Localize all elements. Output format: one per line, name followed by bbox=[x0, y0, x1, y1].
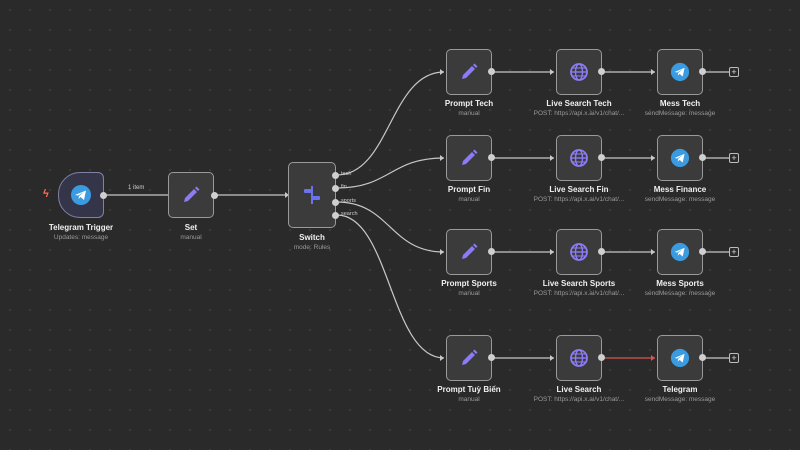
node-output-handle[interactable] bbox=[598, 68, 605, 75]
globe-icon bbox=[570, 349, 588, 367]
node-switch[interactable] bbox=[288, 162, 336, 228]
add-node-button[interactable]: + bbox=[729, 153, 739, 163]
switch-output-handle-sports[interactable] bbox=[332, 199, 339, 206]
node-title: Mess Finance bbox=[653, 185, 707, 194]
node-live-search-tech[interactable] bbox=[556, 49, 602, 95]
node-prompt-fin[interactable] bbox=[446, 135, 492, 181]
telegram-icon bbox=[670, 348, 690, 368]
node-subtitle: manual bbox=[458, 196, 480, 203]
node-subtitle: sendMessage: message bbox=[644, 396, 716, 403]
node-output-handle[interactable] bbox=[488, 154, 495, 161]
node-subtitle: POST: https://api.x.ai/v1/chat/... bbox=[533, 110, 625, 117]
node-prompt-sports[interactable] bbox=[446, 229, 492, 275]
node-output-handle[interactable] bbox=[488, 248, 495, 255]
telegram-icon bbox=[71, 185, 91, 205]
switch-output-label: sports bbox=[341, 198, 356, 204]
arrow-head bbox=[285, 192, 289, 198]
node-output-handle[interactable] bbox=[699, 68, 706, 75]
connection-switch-fin bbox=[336, 157, 445, 189]
node-output-handle[interactable] bbox=[488, 68, 495, 75]
node-title: Prompt Tech bbox=[444, 99, 494, 108]
globe-icon bbox=[570, 63, 588, 81]
node-set[interactable] bbox=[168, 172, 214, 218]
pencil-icon bbox=[462, 243, 478, 259]
add-node-button[interactable]: + bbox=[729, 67, 739, 77]
globe-icon bbox=[570, 149, 588, 167]
node-output-handle[interactable] bbox=[699, 354, 706, 361]
node-live-search-fin[interactable] bbox=[556, 135, 602, 181]
row-connections bbox=[492, 69, 732, 361]
node-title: Prompt Tuỳ Biến bbox=[437, 385, 501, 394]
node-subtitle: sendMessage: message bbox=[644, 110, 716, 117]
node-mess-sports[interactable] bbox=[657, 229, 703, 275]
node-output-handle[interactable] bbox=[598, 154, 605, 161]
pencil-icon bbox=[462, 349, 478, 365]
node-title: Mess Sports bbox=[656, 279, 704, 288]
node-output-handle[interactable] bbox=[699, 154, 706, 161]
telegram-icon bbox=[670, 242, 690, 262]
switch-output-label: tech bbox=[341, 171, 352, 177]
pencil-icon bbox=[462, 63, 478, 79]
switch-title: Switch bbox=[299, 233, 325, 242]
connection-switch-search bbox=[336, 214, 445, 359]
node-subtitle: POST: https://api.x.ai/v1/chat/... bbox=[533, 196, 625, 203]
node-output-handle[interactable] bbox=[211, 192, 218, 199]
node-output-handle[interactable] bbox=[598, 248, 605, 255]
node-subtitle: POST: https://api.x.ai/v1/chat/... bbox=[533, 290, 625, 297]
pencil-icon bbox=[462, 149, 478, 165]
node-title: Live Search bbox=[556, 385, 602, 394]
node-telegram-trigger[interactable] bbox=[58, 172, 104, 218]
edge-item-count: 1 item bbox=[128, 185, 145, 191]
telegram-icon bbox=[670, 62, 690, 82]
switch-output-label: search bbox=[341, 211, 358, 217]
node-subtitle: manual bbox=[458, 110, 480, 117]
pencil-icon bbox=[184, 186, 200, 202]
switch-subtitle: mode: Rules bbox=[293, 244, 331, 251]
node-title: Live Search Sports bbox=[542, 279, 616, 288]
trigger-output-handle[interactable] bbox=[100, 192, 107, 199]
switch-icon bbox=[304, 186, 320, 204]
node-live-search-sports[interactable] bbox=[556, 229, 602, 275]
node-output-handle[interactable] bbox=[699, 248, 706, 255]
node-subtitle: POST: https://api.x.ai/v1/chat/... bbox=[533, 396, 625, 403]
node-live-search[interactable] bbox=[556, 335, 602, 381]
node-title: Prompt Fin bbox=[447, 185, 491, 194]
node-output-handle[interactable] bbox=[598, 354, 605, 361]
switch-output-label: fin bbox=[341, 184, 347, 190]
switch-output-handle-search[interactable] bbox=[332, 212, 339, 219]
connection-switch-tech bbox=[336, 71, 445, 176]
trigger-bolt-icon: ϟ bbox=[43, 188, 49, 200]
switch-output-handle-tech[interactable] bbox=[332, 172, 339, 179]
globe-icon bbox=[570, 243, 588, 261]
node-subtitle: manual bbox=[458, 290, 480, 297]
node-title: Live Search Fin bbox=[549, 185, 609, 194]
node-mess-finance[interactable] bbox=[657, 135, 703, 181]
node-subtitle: sendMessage: message bbox=[644, 290, 716, 297]
node-prompt-tech[interactable] bbox=[446, 49, 492, 95]
trigger-subtitle: Updates: message bbox=[53, 234, 109, 241]
telegram-icon bbox=[670, 148, 690, 168]
node-subtitle: manual bbox=[458, 396, 480, 403]
add-node-button[interactable]: + bbox=[729, 353, 739, 363]
node-subtitle: sendMessage: message bbox=[644, 196, 716, 203]
node-telegram[interactable] bbox=[657, 335, 703, 381]
switch-output-handle-fin[interactable] bbox=[332, 185, 339, 192]
node-title: Mess Tech bbox=[659, 99, 701, 108]
trigger-title: Telegram Trigger bbox=[48, 223, 114, 232]
node-title: Telegram bbox=[662, 385, 698, 394]
set-subtitle: manual bbox=[180, 234, 202, 241]
add-node-button[interactable]: + bbox=[729, 247, 739, 257]
node-mess-tech[interactable] bbox=[657, 49, 703, 95]
node-title: Live Search Tech bbox=[546, 99, 612, 108]
node-prompt-tuy-bien[interactable] bbox=[446, 335, 492, 381]
node-output-handle[interactable] bbox=[488, 354, 495, 361]
set-title: Set bbox=[184, 223, 198, 232]
node-title: Prompt Sports bbox=[441, 279, 497, 288]
connection-switch-sports bbox=[336, 201, 445, 253]
